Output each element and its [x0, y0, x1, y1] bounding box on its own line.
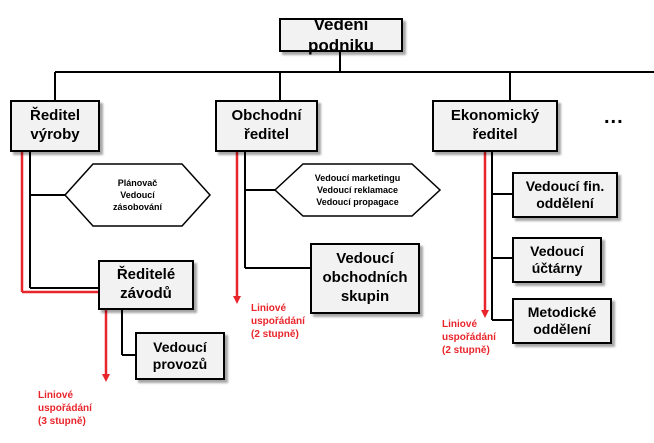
- annotation-three-levels: Liniové uspořádání (3 stupně): [38, 390, 92, 427]
- annotation-two-levels-economic: Liniové uspořádání (2 stupně): [442, 319, 496, 356]
- staff-hexagon-obchodni: [273, 163, 442, 217]
- director-production-box: Ředitel výroby: [10, 100, 100, 152]
- director-economic-box: Ekonomický ředitel: [432, 100, 558, 152]
- hierarchy-connectors: [29, 52, 654, 356]
- top-management-box: Vedení podniku: [279, 15, 403, 55]
- annotation-two-levels-sales: Liniové uspořádání (2 stupně): [251, 303, 305, 340]
- staff-text-production: Plánovač Vedoucí zásobování: [112, 177, 162, 213]
- accounting-head-box: Vedoucí účtárny: [512, 237, 602, 283]
- linear-arrangement-arrows: [20, 152, 489, 382]
- more-indicator: ...: [604, 106, 624, 128]
- staff-hexagon-vyroba: [63, 163, 212, 227]
- plant-directors-box: Ředitelé závodů: [98, 260, 194, 310]
- director-sales-box: Obchodní ředitel: [215, 100, 318, 152]
- methodology-department-box: Metodické oddělení: [512, 298, 612, 344]
- staff-text-sales: Vedoucí marketingu Vedoucí reklamace Ved…: [314, 172, 401, 208]
- finance-department-head-box: Vedoucí fin. oddělení: [512, 172, 618, 218]
- sales-groups-heads-box: Vedoucí obchodních skupin: [310, 243, 420, 314]
- operations-heads-box: Vedoucí provozů: [135, 332, 225, 380]
